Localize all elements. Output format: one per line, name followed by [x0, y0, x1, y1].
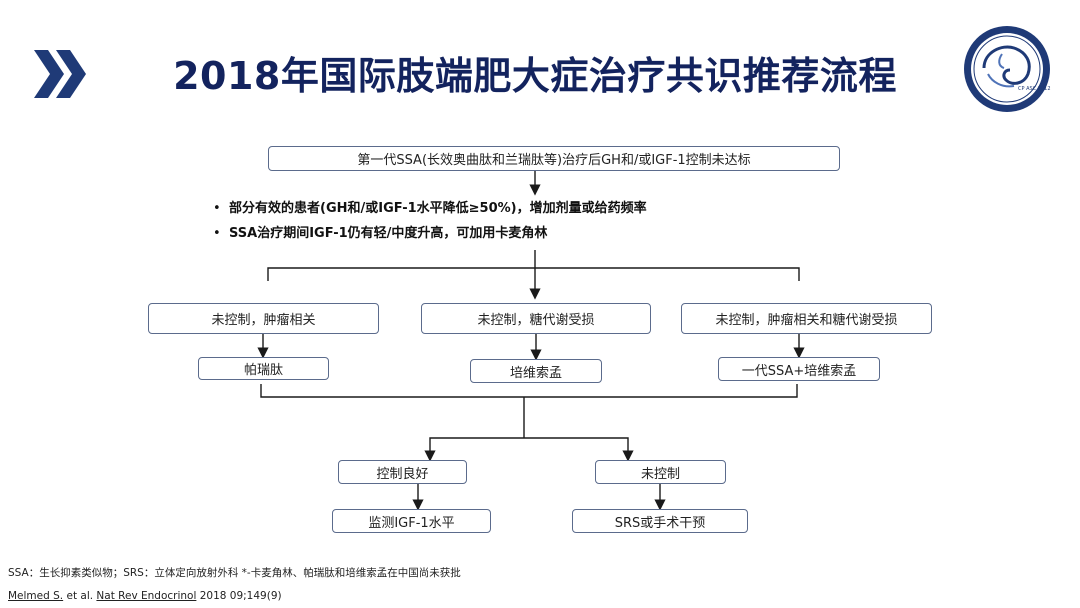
reference-details: 2018 09;149(9): [196, 590, 282, 602]
reference-journal[interactable]: Nat Rev Endocrinol: [96, 590, 197, 602]
society-seal-logo: CP ASC 2012: [964, 26, 1051, 112]
double-chevron-icon: [34, 50, 86, 98]
bullet-item: SSA治疗期间IGF-1仍有轻/中度升高，可加用卡麦角林: [213, 221, 647, 246]
treatment-box-pegvisomant: 培维索孟: [470, 359, 602, 383]
action-box-srs-surgery: SRS或手术干预: [572, 509, 748, 533]
reference-citation: Melmed S. et al. Nat Rev Endocrinol 2018…: [8, 590, 282, 602]
condition-box-glucose: 未控制，糖代谢受损: [421, 303, 651, 334]
outcome-box-controlled: 控制良好: [338, 460, 467, 484]
outcome-box-uncontrolled: 未控制: [595, 460, 726, 484]
abbreviations-footnote: SSA：生长抑素类似物；SRS：立体定向放射外科 *-卡麦角林、帕瑞肽和培维索孟…: [8, 567, 461, 579]
condition-box-tumor-glucose: 未控制，肿瘤相关和糖代谢受损: [681, 303, 932, 334]
bullet-item: 部分有效的患者(GH和/或IGF-1水平降低≥50%)，增加剂量或给药频率: [213, 196, 647, 221]
action-box-monitor-igf1: 监测IGF-1水平: [332, 509, 491, 533]
treatment-box-pasireotide: 帕瑞肽: [198, 357, 329, 380]
reference-authors[interactable]: Melmed S.: [8, 590, 64, 602]
recommendation-bullets: 部分有效的患者(GH和/或IGF-1水平降低≥50%)，增加剂量或给药频率 SS…: [213, 196, 647, 246]
page-title: 2018年国际肢端肥大症治疗共识推荐流程: [173, 54, 897, 98]
logo-text: CP ASC 2012: [1018, 86, 1051, 92]
reference-etal: et al.: [63, 590, 97, 602]
condition-box-tumor: 未控制，肿瘤相关: [148, 303, 379, 334]
start-box: 第一代SSA(长效奥曲肽和兰瑞肽等)治疗后GH和/或IGF-1控制未达标: [268, 146, 840, 171]
treatment-box-ssa-pegvisomant: 一代SSA+培维索孟: [718, 357, 880, 381]
